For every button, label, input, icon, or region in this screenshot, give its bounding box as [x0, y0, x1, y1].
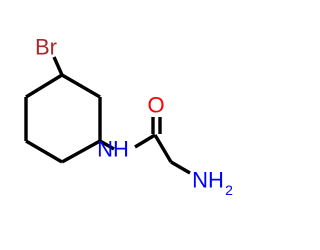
atom-amide-nitrogen: NH — [97, 137, 129, 162]
bond-c-nh2 — [170, 160, 191, 175]
ring-bond — [61, 139, 101, 164]
bond-n-c — [134, 133, 156, 149]
ring-bond — [61, 73, 101, 99]
ring-bond — [25, 139, 63, 164]
atom-amine-subscript: 2 — [225, 182, 233, 198]
bond-c-br — [52, 56, 64, 76]
bond-c-c — [153, 134, 173, 163]
atom-amine-nitrogen: NH — [192, 168, 224, 193]
ring-bond — [25, 73, 63, 99]
atom-bromine: Br — [35, 35, 57, 60]
structural-formula: Br NH O NH 2 — [24, 35, 233, 198]
atom-carbonyl-oxygen: O — [147, 93, 164, 118]
bond-c-n — [99, 139, 115, 151]
